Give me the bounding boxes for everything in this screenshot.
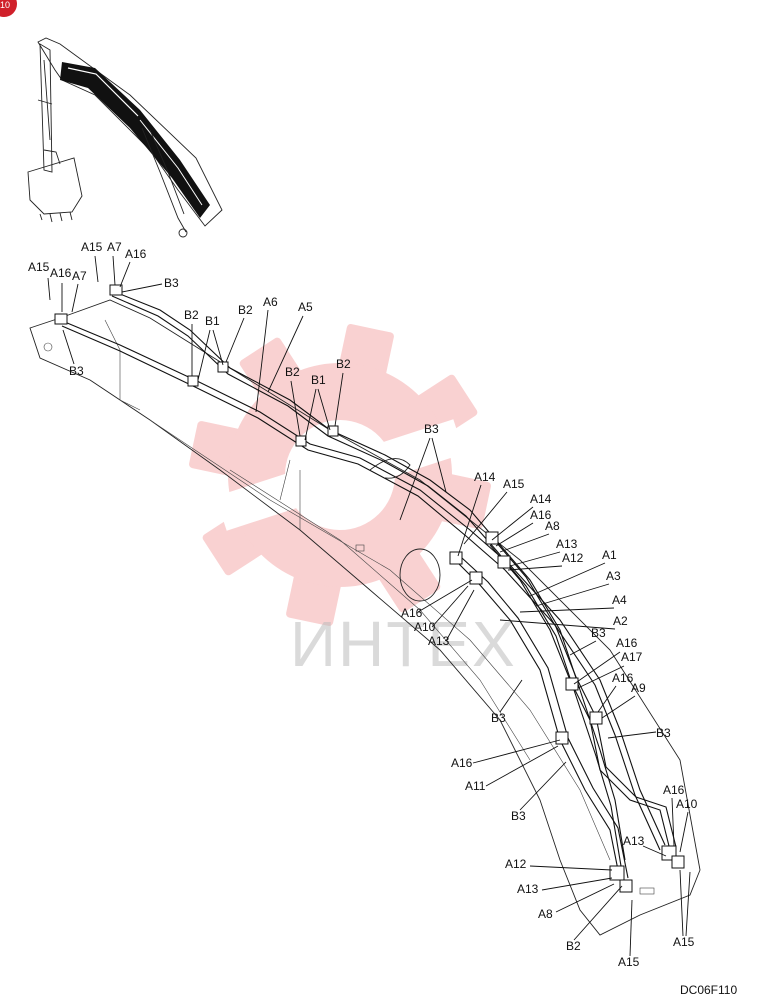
part-label-a4: A4: [612, 593, 627, 607]
part-label-b3: B3: [591, 626, 606, 640]
pipe-runs: [59, 289, 677, 881]
pipe-clamps: [54, 284, 685, 893]
part-label-b1: B1: [205, 314, 220, 328]
watermark-text: ИНТЕХ: [290, 608, 517, 680]
part-label-a12: A12: [505, 857, 527, 871]
part-label-a1: A1: [602, 548, 617, 562]
part-label-a3: A3: [606, 569, 621, 583]
part-label-a14: A14: [530, 492, 552, 506]
part-label-a16: A16: [401, 606, 423, 620]
part-label-a16: A16: [612, 671, 634, 685]
part-label-b1: B1: [311, 373, 326, 387]
boom-outline: [29, 299, 701, 936]
part-label-b2: B2: [238, 303, 253, 317]
part-label-a13: A13: [428, 634, 450, 648]
part-label-b3: B3: [511, 809, 526, 823]
part-label-a16: A16: [616, 636, 638, 650]
leader-lines: [47, 255, 691, 957]
part-label-a15: A15: [503, 477, 525, 491]
part-label-a15: A15: [28, 260, 50, 274]
part-label-a11: A11: [465, 779, 486, 793]
page-badge: 10: [0, 0, 17, 17]
part-label-a2: A2: [613, 614, 628, 628]
part-label-a15: A15: [81, 240, 103, 254]
part-label-a16: A16: [530, 508, 552, 522]
part-label-a13: A13: [623, 834, 645, 848]
part-label-b2: B2: [566, 939, 581, 953]
part-label-a10: A10: [676, 797, 698, 811]
part-label-a16: A16: [50, 266, 72, 280]
part-label-a5: A5: [298, 300, 313, 314]
part-label-b3: B3: [656, 726, 671, 740]
part-label-a8: A8: [538, 907, 553, 921]
part-label-a6: A6: [263, 295, 278, 309]
part-label-a13: A13: [556, 537, 578, 551]
part-label-a7: A7: [107, 240, 122, 254]
page-badge-number: 10: [0, 0, 10, 10]
part-label-b2: B2: [184, 308, 199, 322]
part-label-a13: A13: [517, 882, 539, 896]
part-label-a9: A9: [631, 681, 646, 695]
part-label-a15: A15: [618, 955, 640, 969]
part-label-b3: B3: [164, 276, 179, 290]
part-label-b2: B2: [285, 365, 300, 379]
part-label-a16: A16: [125, 247, 147, 261]
part-label-a12: A12: [562, 551, 584, 565]
part-label-a17: A17: [621, 650, 643, 664]
part-label-a16: A16: [663, 783, 685, 797]
excavator-thumbnail: [27, 37, 223, 238]
part-label-b3: B3: [424, 422, 439, 436]
part-label-b3: B3: [69, 364, 84, 378]
watermark-gear-icon: [189, 324, 491, 626]
part-label-a16: A16: [451, 756, 473, 770]
part-label-b3: B3: [491, 711, 506, 725]
drawing-code: DC06F110: [680, 983, 737, 997]
part-label-a14: A14: [474, 470, 496, 484]
part-label-a10: A10: [414, 620, 436, 634]
part-label-a8: A8: [545, 519, 560, 533]
part-label-a7: A7: [72, 269, 87, 283]
part-label-a15: A15: [673, 935, 695, 949]
part-label-b2: B2: [336, 357, 351, 371]
